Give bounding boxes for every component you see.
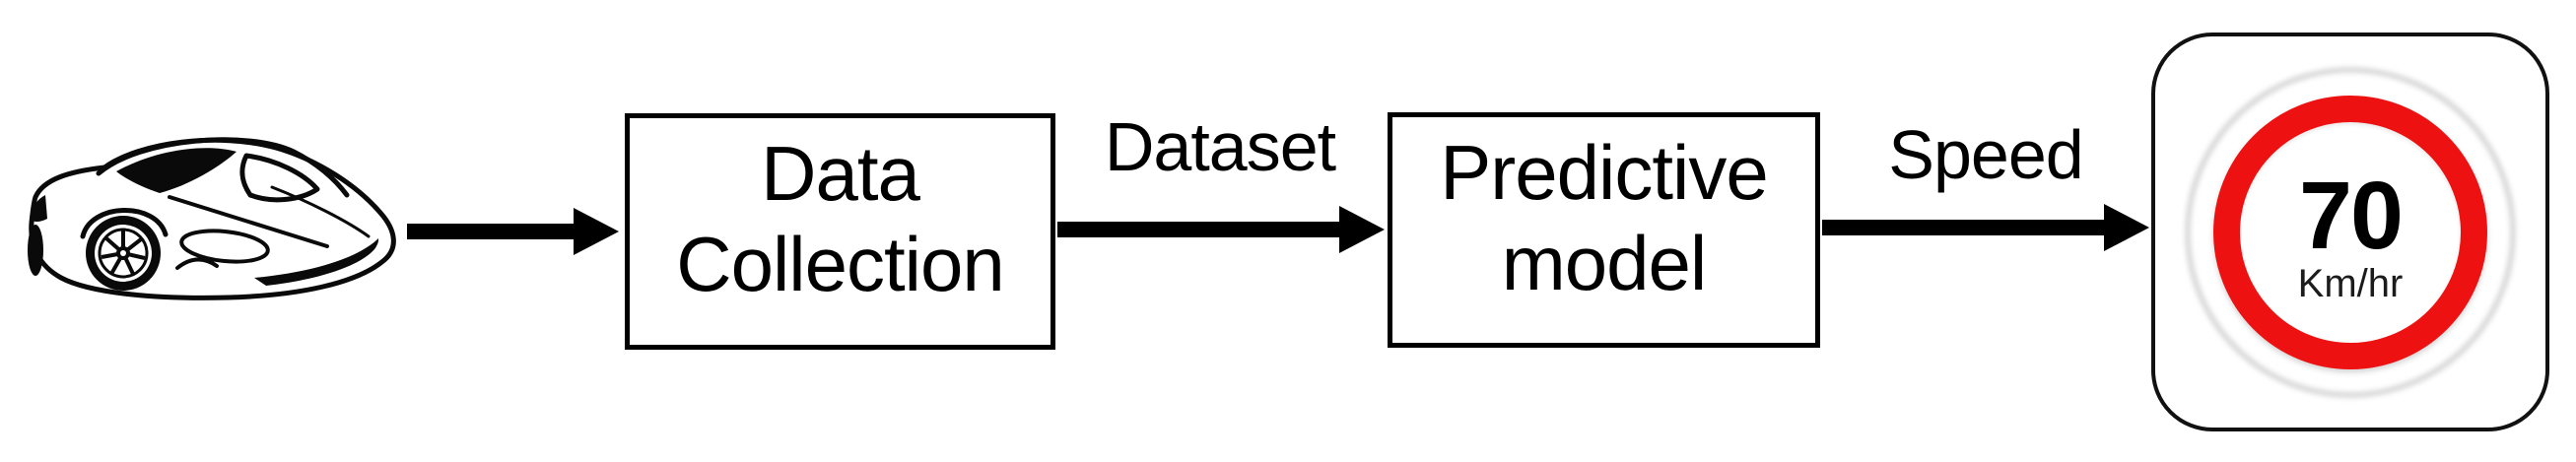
- wheel-icon: [86, 216, 161, 291]
- data-collection-line1: Data: [761, 130, 920, 217]
- speed-unit: Km/hr: [2297, 261, 2404, 305]
- arrow-car-to-data-collection: [407, 208, 619, 255]
- speed-label: Speed: [1888, 116, 2083, 193]
- data-collection-line2: Collection: [676, 221, 1005, 307]
- sign-red-ring: 70 Km/hr: [2213, 95, 2487, 369]
- dataset-label: Dataset: [1104, 108, 1336, 185]
- arrow-data-collection-to-predictive-model: [1057, 206, 1385, 253]
- arrow-head-icon: [574, 208, 619, 255]
- car-icon: [28, 137, 396, 300]
- arrow-shaft: [1057, 222, 1339, 237]
- arrow-head-icon: [1339, 206, 1385, 253]
- arrow-shaft: [407, 224, 574, 239]
- arrow-head-icon: [2104, 204, 2149, 251]
- predictive-model-box: Predictive model: [1388, 112, 1820, 348]
- arrow-predictive-model-to-sign: [1822, 204, 2149, 251]
- speed-value: 70: [2299, 161, 2404, 269]
- sign-glow-ring: [2186, 67, 2515, 397]
- predictive-model-line2: model: [1501, 220, 1707, 306]
- speed-limit-sign: 70 Km/hr: [2151, 33, 2549, 431]
- predictive-model-line1: Predictive: [1440, 129, 1768, 216]
- data-collection-box: Data Collection: [625, 113, 1055, 350]
- arrow-shaft: [1822, 220, 2104, 235]
